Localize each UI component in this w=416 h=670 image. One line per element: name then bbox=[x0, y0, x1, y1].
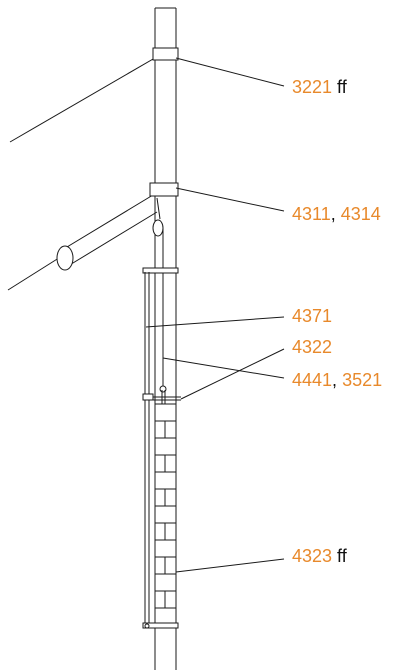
callout-reference: 4371 bbox=[292, 306, 333, 326]
leader-lines bbox=[145, 57, 285, 573]
callout-reference: 3221 bbox=[292, 77, 333, 97]
callout-reference: 4441 bbox=[292, 370, 333, 390]
callout-4322: 4322 bbox=[292, 337, 332, 357]
top-clamp bbox=[152, 47, 179, 61]
pivot-pin bbox=[152, 219, 164, 237]
callout-reference-2: 3521 bbox=[342, 370, 383, 390]
bottom-bracket bbox=[142, 622, 179, 629]
upper-bracket bbox=[142, 267, 179, 274]
callout-3221: 3221 ff bbox=[292, 77, 347, 97]
callout-reference: 4323 bbox=[292, 546, 333, 566]
stay-wire bbox=[9, 54, 161, 143]
block-stack bbox=[154, 403, 177, 609]
callout-reference-2: 4314 bbox=[340, 204, 381, 224]
callout-reference: 4322 bbox=[292, 337, 333, 357]
callout-separator: , bbox=[330, 204, 341, 224]
callout-suffix: ff bbox=[332, 546, 347, 566]
boom-arm bbox=[7, 194, 167, 393]
callout-separator: , bbox=[332, 370, 343, 390]
callout-4323: 4323 ff bbox=[292, 546, 347, 566]
callout-4311-4314: 4311, 4314 bbox=[292, 204, 381, 224]
callout-4371: 4371 bbox=[292, 306, 332, 326]
callout-suffix: ff bbox=[332, 77, 347, 97]
boom-clamp bbox=[149, 182, 179, 197]
side-rail bbox=[144, 272, 150, 627]
callout-reference: 4311 bbox=[292, 204, 331, 224]
middle-connector bbox=[142, 390, 181, 406]
callout-4441-3521: 4441, 3521 bbox=[292, 370, 382, 390]
